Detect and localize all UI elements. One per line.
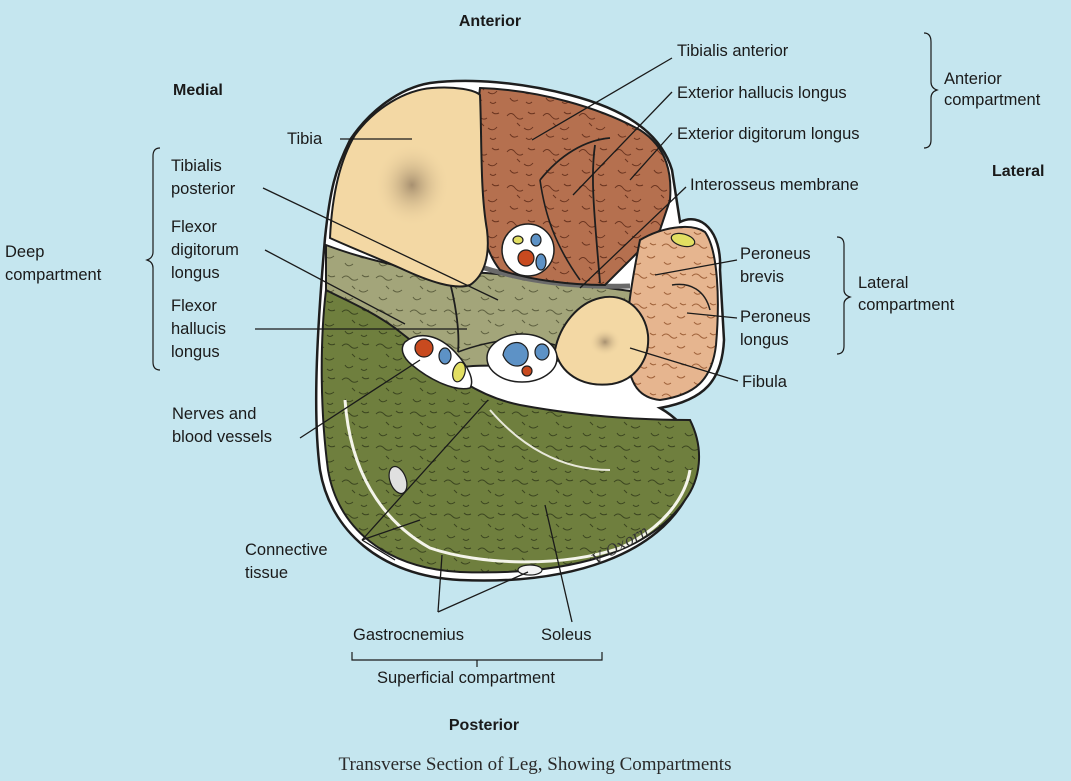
label-lateral-compartment: Lateral compartment	[858, 274, 955, 314]
label-peroneus-brevis: Peroneus brevis	[740, 245, 815, 286]
label-tibialis-posterior: Tibialis posterior	[171, 157, 236, 198]
label-gastrocnemius: Gastrocnemius	[353, 626, 464, 644]
label-tibia: Tibia	[287, 130, 323, 148]
bracket-superficial-compartment	[352, 652, 602, 667]
medial-artery	[415, 339, 433, 357]
label-nerves-and-blood-vessels: Nerves and blood vessels	[172, 405, 272, 446]
direction-posterior: Posterior	[449, 717, 519, 734]
label-anterior-compartment: Anterior compartment	[944, 70, 1041, 109]
medial-vein	[439, 348, 451, 364]
label-exterior-hallucis-longus: Exterior hallucis longus	[677, 84, 847, 102]
label-fibula: Fibula	[742, 373, 788, 391]
label-tibialis-anterior: Tibialis anterior	[677, 42, 789, 60]
anterior-vein	[531, 234, 541, 246]
figure-caption: Transverse Section of Leg, Showing Compa…	[339, 754, 732, 775]
direction-lateral: Lateral	[992, 163, 1044, 180]
anterior-vein	[536, 254, 546, 270]
label-exterior-digitorum-longus: Exterior digitorum longus	[677, 125, 860, 143]
bracket-anterior-compartment	[924, 33, 937, 148]
label-interosseus-membrane: Interosseus membrane	[690, 176, 859, 194]
label-connective-tissue: Connective tissue	[245, 541, 332, 582]
connective-tissue-node	[518, 565, 542, 575]
label-soleus: Soleus	[541, 626, 591, 644]
posterior-vein	[535, 344, 549, 360]
anterior-nerve	[513, 236, 523, 244]
label-peroneus-longus: Peroneus longus	[740, 308, 815, 349]
label-deep-compartment: Deep compartment	[5, 243, 102, 284]
bracket-deep-compartment	[147, 148, 160, 370]
posterior-artery	[522, 366, 532, 376]
label-flexor-digitorum-longus: Flexor digitorum longus	[171, 218, 243, 282]
direction-anterior: Anterior	[459, 13, 521, 30]
tibia-marrow	[374, 143, 450, 227]
fibula-marrow	[589, 328, 621, 356]
label-superficial-compartment: Superficial compartment	[377, 669, 555, 687]
anterior-artery	[518, 250, 534, 266]
label-flexor-hallucis-longus: Flexor hallucis longus	[171, 297, 231, 361]
direction-medial: Medial	[173, 82, 223, 99]
bracket-lateral-compartment	[837, 237, 850, 354]
